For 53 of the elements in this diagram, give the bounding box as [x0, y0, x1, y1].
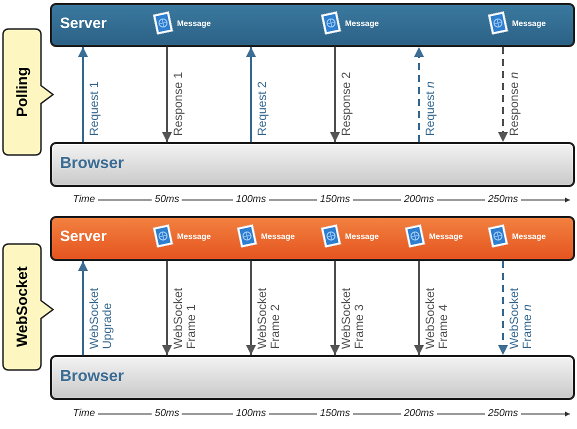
arrow [246, 261, 256, 355]
bar-title: Server [60, 15, 107, 32]
edge-label: Request 1 [88, 80, 101, 136]
edge-label: Response 2 [340, 70, 353, 136]
callout-bubble [2, 28, 54, 156]
arrow [162, 261, 172, 355]
message-label: Message [512, 18, 546, 28]
arrow [330, 47, 340, 142]
time-label: 250ms [485, 408, 521, 419]
callout-text: Polling [14, 66, 30, 119]
time-label: 150ms [317, 194, 353, 205]
time-label: 100ms [233, 408, 269, 419]
message-label: Message [345, 18, 379, 28]
message-label: Message [261, 232, 295, 240]
message-label: Message [512, 232, 546, 240]
time-label: 50ms [152, 408, 182, 419]
time-label: 100ms [233, 194, 269, 205]
callout-bubble [2, 243, 54, 371]
browser-bar [50, 142, 575, 187]
edge-label: WebSocket Upgrade [88, 286, 114, 349]
arrow [498, 261, 508, 355]
arrow [414, 47, 424, 142]
arrow [78, 47, 88, 142]
arrow [330, 261, 340, 355]
server-bar [50, 216, 575, 261]
time-label: 150ms [317, 408, 353, 419]
edge-label: WebSocket Frame 4 [424, 286, 450, 349]
browser-bar [50, 355, 575, 400]
message-label: Message [429, 232, 463, 240]
callout-text: WebSocket [14, 266, 30, 350]
edge-label: Request n [424, 80, 437, 136]
arrow [162, 47, 172, 142]
message-label: Message [345, 232, 379, 240]
message-label: Message [177, 18, 211, 28]
edge-label: Response 1 [172, 70, 185, 136]
arrow [246, 47, 256, 142]
bar-title: Browser [60, 155, 124, 173]
arrow [414, 261, 424, 355]
bar-title: Server [60, 228, 107, 245]
edge-label: WebSocket Frame 2 [256, 286, 282, 349]
edge-label: WebSocket Frame 3 [340, 286, 366, 349]
server-bar [50, 3, 575, 47]
message-label: Message [177, 232, 211, 240]
time-label: 50ms [152, 194, 182, 205]
time-label: 200ms [401, 194, 437, 205]
time-label: 250ms [485, 194, 521, 205]
arrow [498, 47, 508, 142]
edge-label: Request 2 [256, 80, 269, 136]
bar-title: Browser [60, 368, 124, 386]
arrow [78, 261, 88, 355]
edge-label: Response n [508, 70, 521, 136]
time-label: 200ms [401, 408, 437, 419]
edge-label: WebSocket Frame 1 [172, 286, 198, 349]
